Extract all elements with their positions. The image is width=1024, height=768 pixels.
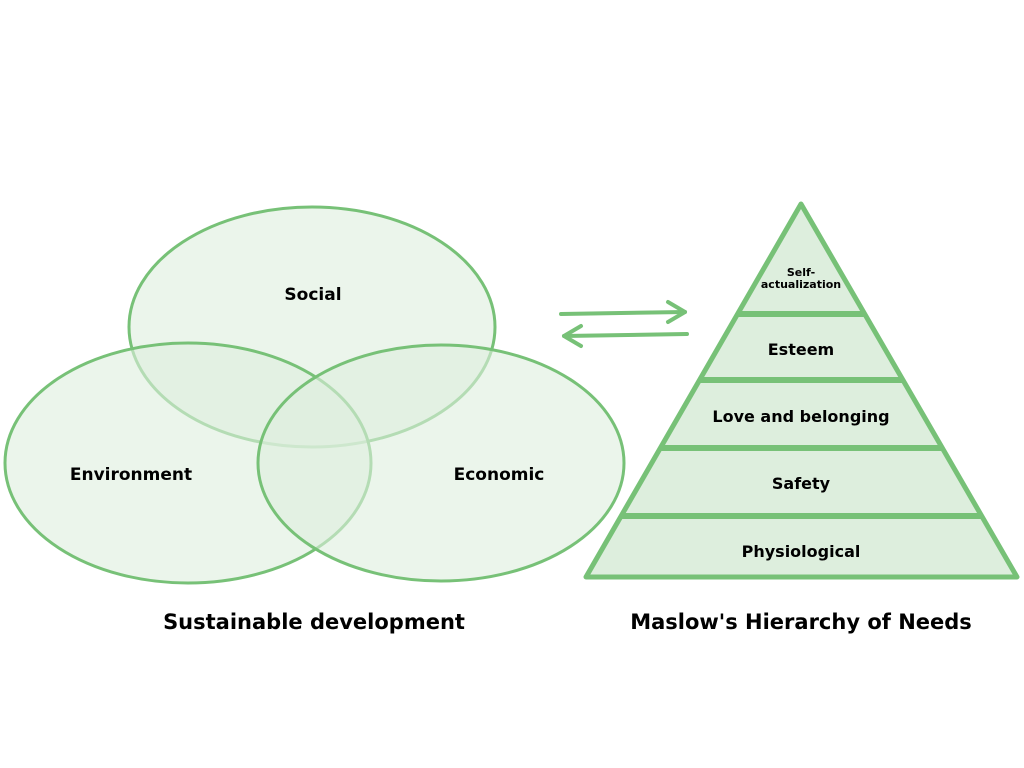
venn-title: Sustainable development	[163, 610, 465, 634]
level-esteem: Esteem	[768, 340, 834, 359]
level-physiological: Physiological	[742, 542, 861, 561]
economic-label: Economic	[454, 465, 545, 485]
economic-circle	[256, 343, 626, 583]
pyramid: Self- actualization Esteem Love and belo…	[583, 201, 1020, 580]
social-label: Social	[284, 285, 341, 305]
level-self-actualization-2: actualization	[761, 278, 841, 291]
right-arrow-icon	[559, 300, 687, 324]
level-love-belonging: Love and belonging	[712, 407, 889, 426]
level-safety: Safety	[772, 474, 831, 493]
environment-label: Environment	[70, 465, 192, 485]
left-arrow-icon	[562, 324, 689, 348]
venn-diagram	[3, 205, 626, 585]
exchange-arrows	[559, 300, 689, 348]
pyramid-shape	[583, 201, 1020, 580]
level-self-actualization-1: Self-	[787, 266, 815, 279]
pyramid-title: Maslow's Hierarchy of Needs	[630, 610, 972, 634]
